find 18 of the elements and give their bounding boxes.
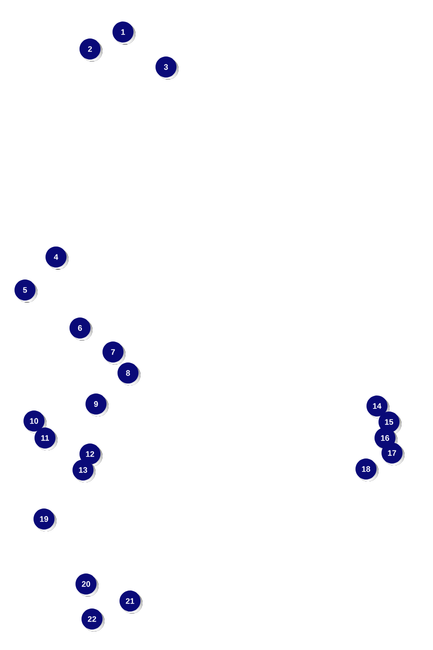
callout-number: 6 [70, 318, 92, 340]
callout-number: 18 [356, 458, 378, 482]
callout-number: 17 [382, 442, 404, 466]
callout-number: 21 [120, 590, 142, 614]
callout-number: 19 [34, 508, 56, 532]
callout-number: 14 [366, 396, 390, 418]
callout-number: 11 [34, 428, 58, 450]
callout-number: 4 [46, 246, 68, 270]
callout-number: 13 [72, 460, 96, 482]
callout-number: 7 [102, 342, 126, 364]
callout-number: 1 [112, 22, 136, 44]
callout-number: 2 [80, 38, 102, 62]
callout-number: 20 [76, 574, 98, 596]
callout-number: 9 [86, 394, 108, 416]
callout-number: 8 [118, 362, 140, 386]
callout-number: 22 [82, 608, 104, 632]
callout-number: 3 [156, 56, 178, 80]
callout-number: 5 [14, 280, 38, 302]
